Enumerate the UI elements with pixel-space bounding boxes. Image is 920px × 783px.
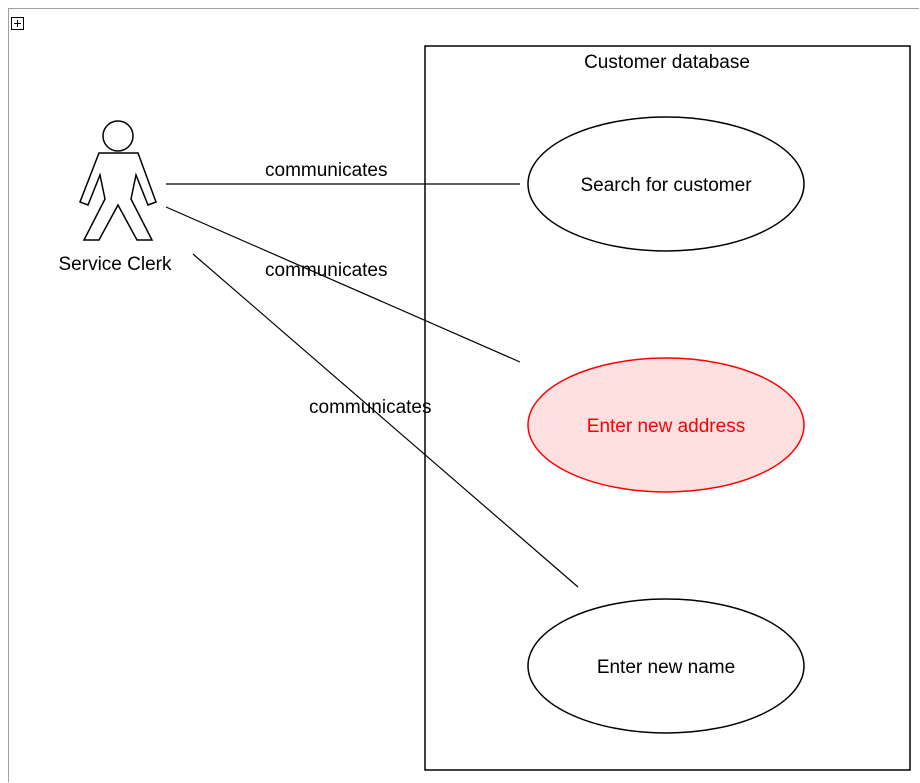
use-case-label-search: Search for customer [580,175,752,196]
expand-icon[interactable] [11,17,24,30]
association-label-name: communicates [309,397,432,418]
system-boundary-label: Customer database [584,52,750,73]
association-line-address[interactable] [165,206,521,363]
actor-body [79,152,157,241]
use-case-label-address: Enter new address [587,416,745,437]
association-label-address: communicates [265,260,388,281]
actor-service-clerk[interactable] [79,120,157,241]
system-boundary[interactable] [424,45,911,771]
actor-head [102,120,134,152]
use-case-enter-new-name[interactable] [527,598,805,734]
use-case-enter-new-address[interactable] [527,357,805,493]
canvas-frame [8,8,919,782]
use-case-search-for-customer[interactable] [527,116,805,252]
use-case-label-name: Enter new name [597,657,735,678]
association-label-search: communicates [265,160,388,181]
actor-label: Service Clerk [59,254,172,275]
association-line-name[interactable] [192,253,579,588]
